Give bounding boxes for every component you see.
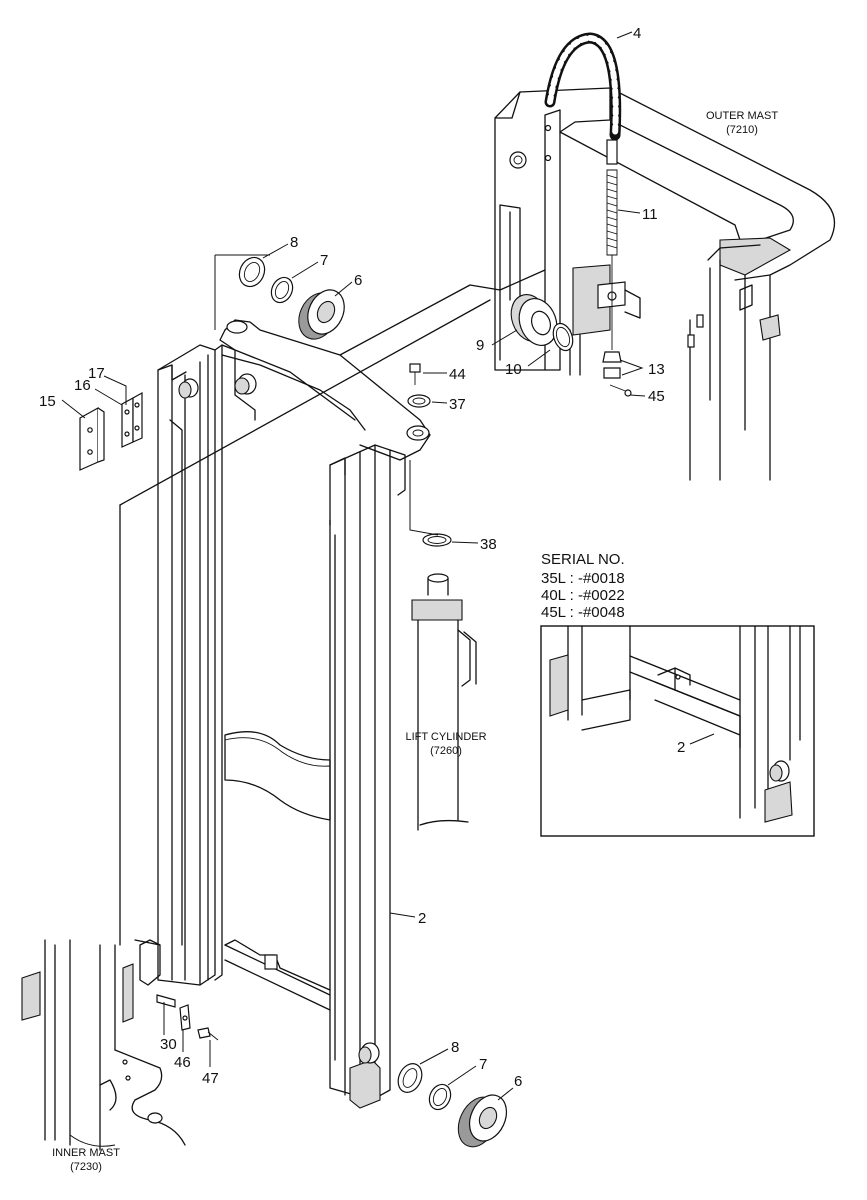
text-labels: OUTER MAST (7210) INNER MAST (7230) LIFT… <box>39 25 778 1173</box>
shim-plates <box>79 391 143 471</box>
serial-row: 45L : -#0048 <box>541 604 625 621</box>
callout-2-inset: 2 <box>677 739 685 756</box>
serial-heading: SERIAL NO. <box>541 551 625 568</box>
callout-15: 15 <box>39 393 56 410</box>
serial-row: 40L : -#0022 <box>541 587 625 604</box>
callout-13: 13 <box>648 361 665 378</box>
inner-mast-fragment <box>21 939 186 1151</box>
callout-44: 44 <box>449 366 466 383</box>
callout-11: 11 <box>642 206 658 223</box>
lower-fasteners <box>156 994 219 1041</box>
lift-chain <box>544 32 622 141</box>
callout-8: 8 <box>290 234 298 251</box>
callout-47: 47 <box>202 1070 219 1087</box>
inner-mast-title: INNER MAST <box>52 1147 120 1159</box>
callout-7: 7 <box>320 252 328 269</box>
chain-sheave <box>510 294 574 352</box>
lower-roller-set <box>397 1063 508 1148</box>
leader-lines <box>61 31 646 1101</box>
callout-4: 4 <box>633 25 641 42</box>
callout-16: 16 <box>74 377 91 394</box>
outer-mast-title: OUTER MAST <box>706 110 778 122</box>
chain-anchor-bolt <box>602 139 632 397</box>
callout-6: 6 <box>354 272 362 289</box>
serial-inset <box>540 625 815 837</box>
callout-45: 45 <box>648 388 665 405</box>
callout-38: 38 <box>480 536 497 553</box>
callout-6-lower: 6 <box>514 1073 522 1090</box>
callout-46: 46 <box>174 1054 191 1071</box>
callout-10: 10 <box>505 361 522 378</box>
callout-2: 2 <box>418 910 426 927</box>
callout-17: 17 <box>88 365 105 382</box>
callout-37: 37 <box>449 396 466 413</box>
bolt-and-washer <box>407 363 431 408</box>
callout-8-lower: 8 <box>451 1039 459 1056</box>
inner-mast-code: (7230) <box>70 1161 102 1173</box>
upper-roller-set <box>238 256 345 340</box>
inner-mast-assembly <box>119 269 546 1109</box>
outer-mast-code: (7210) <box>726 124 758 136</box>
callout-9: 9 <box>476 337 484 354</box>
lift-cylinder-code: (7260) <box>430 745 462 757</box>
lift-cylinder-title: LIFT CYLINDER <box>405 731 486 743</box>
callout-7-lower: 7 <box>479 1056 487 1073</box>
outer-mast <box>494 87 836 481</box>
callout-30: 30 <box>160 1036 177 1053</box>
serial-row: 35L : -#0018 <box>541 570 625 587</box>
lift-cylinder <box>409 460 477 831</box>
